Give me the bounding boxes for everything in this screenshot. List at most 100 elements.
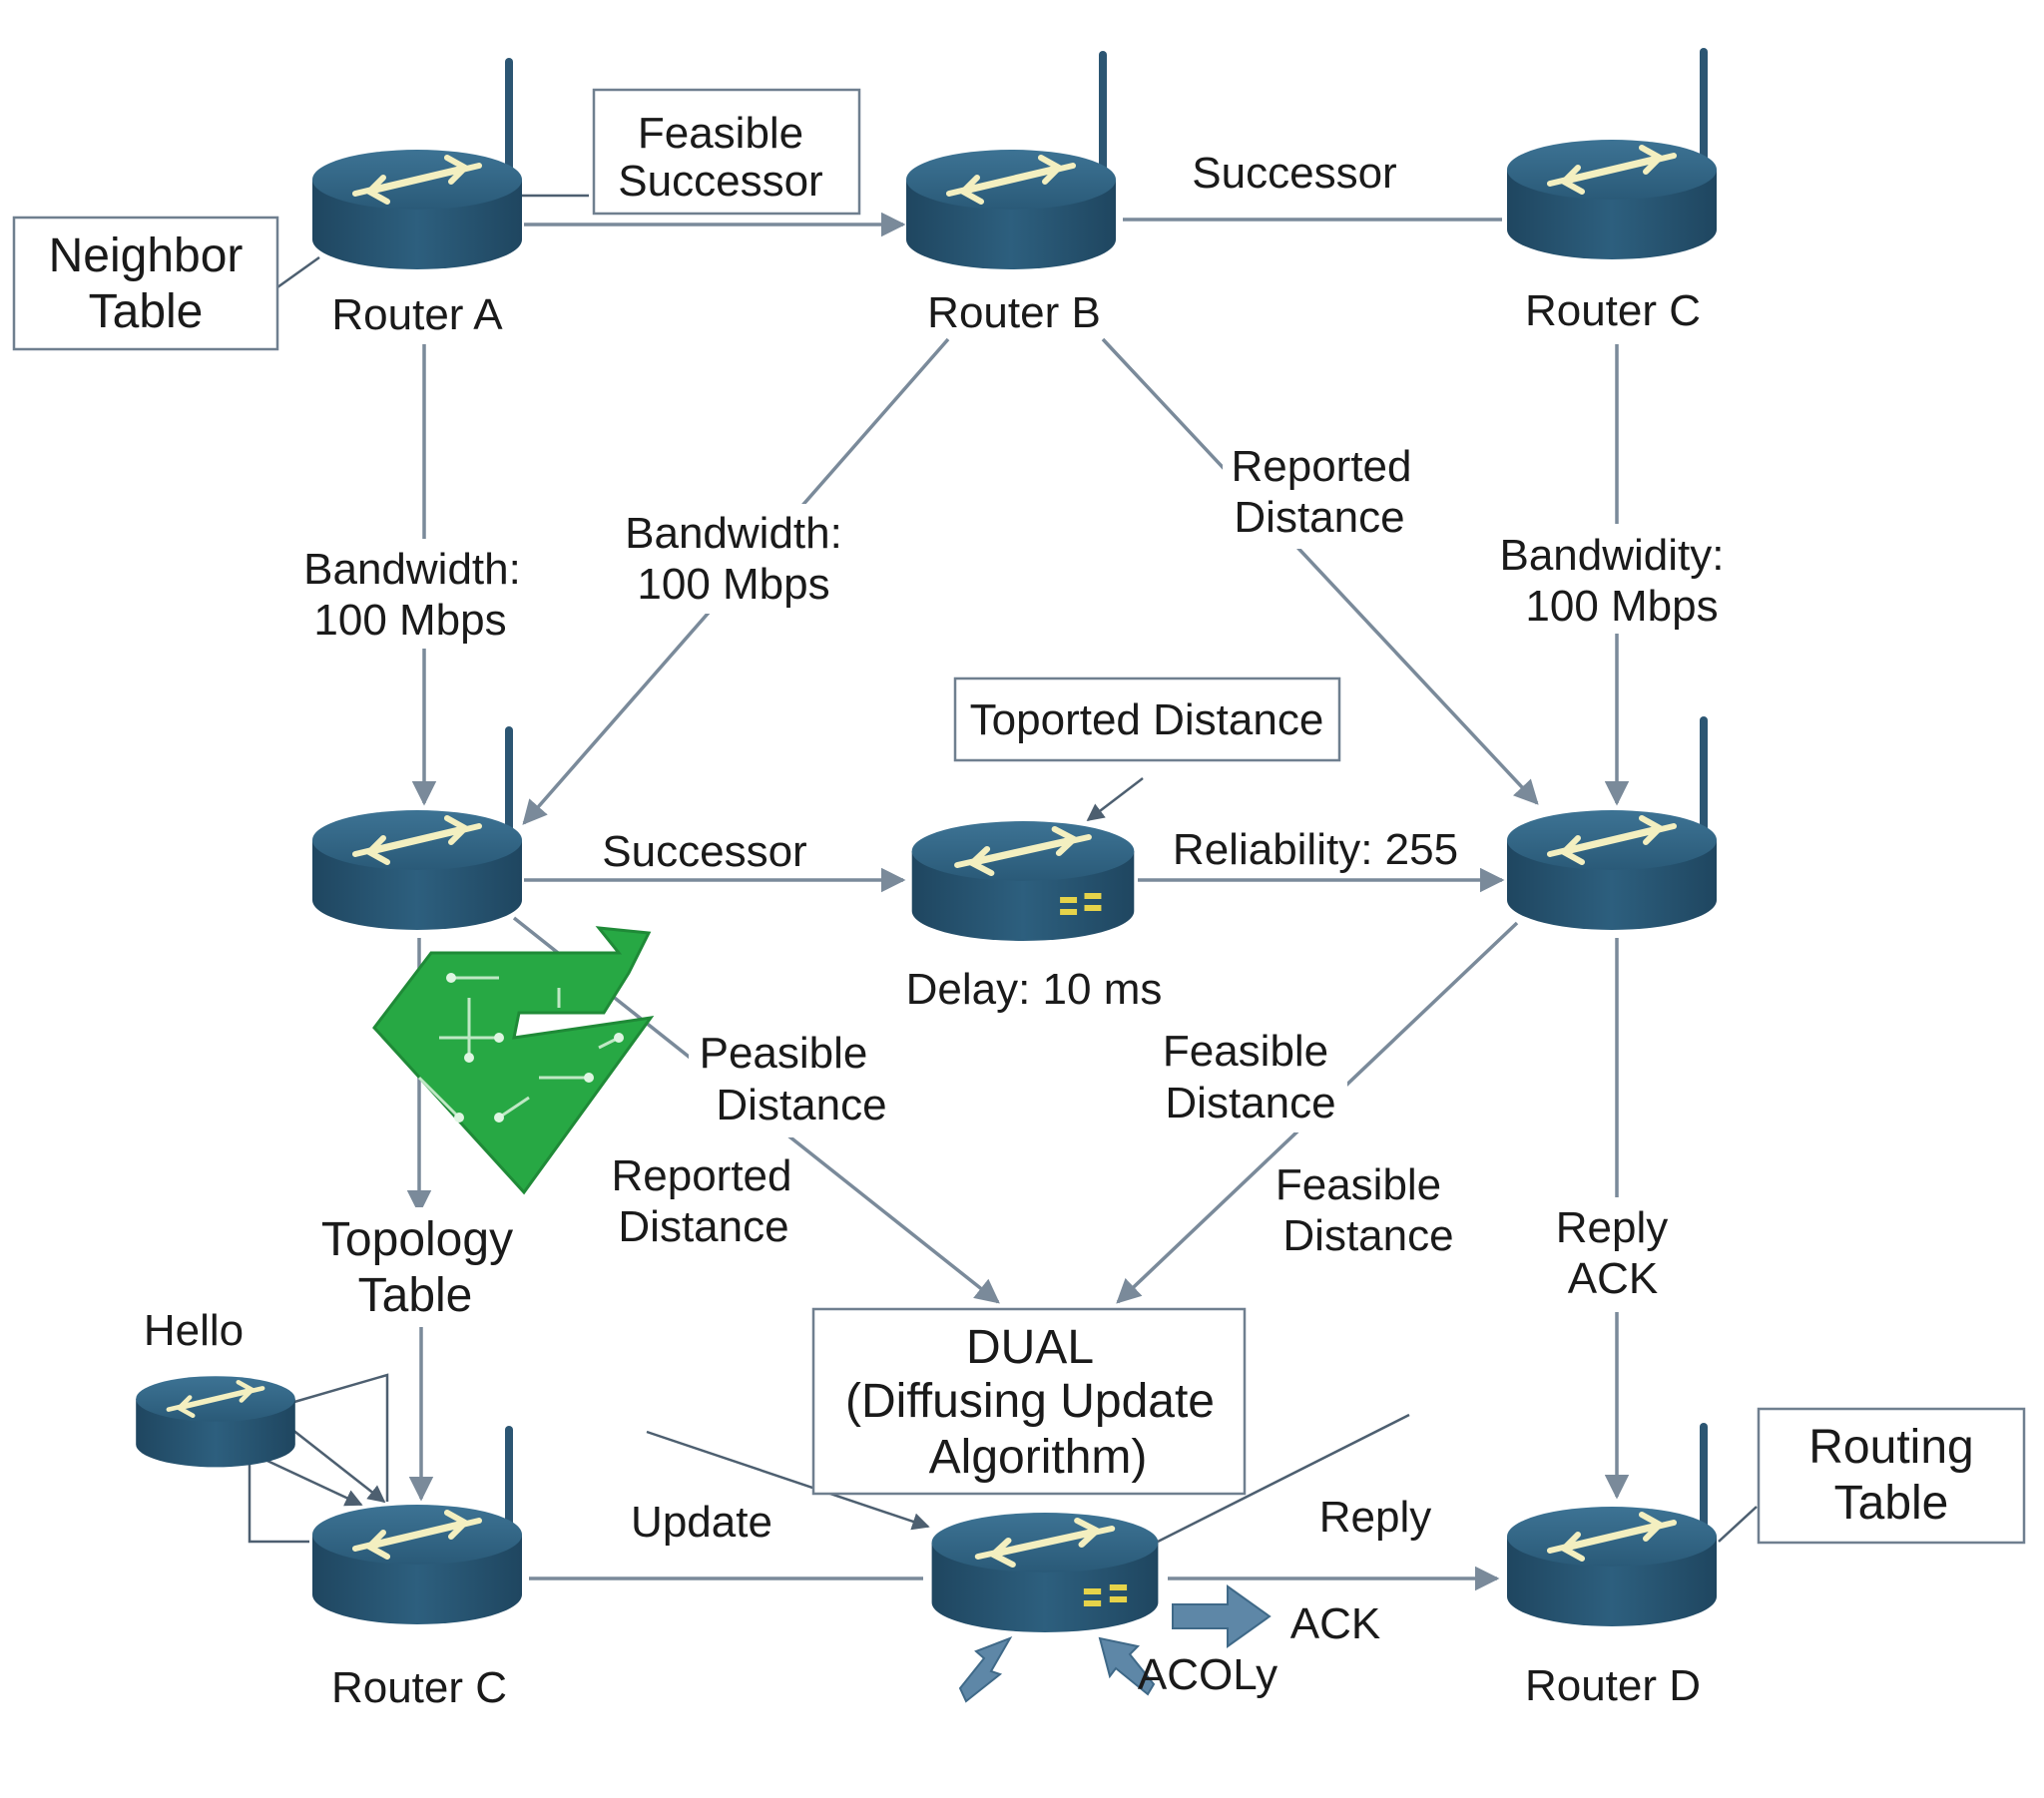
reported-distance-bottom-line-1: Reported [611,1151,791,1200]
label-bg [299,1207,529,1327]
router-icon [906,150,1116,269]
router-icon [312,1505,522,1624]
reply-ack-line-2: ACK [1568,1254,1658,1303]
edge-reply-out [1157,1413,1410,1544]
router-icon [312,810,522,930]
router-right-mid[interactable] [1507,716,1717,930]
label-bg [1537,1197,1697,1312]
reliability-label: Reliability: 255 [1173,825,1458,874]
successor-top-label: Successor [1192,149,1396,198]
router-c-top-label: Router C [1525,286,1701,335]
edge-update-in [646,1430,930,1531]
topology-table-line-2: Table [358,1269,473,1322]
led-icon [1083,1588,1102,1594]
routing-table-line-2: Table [1834,1477,1949,1530]
label-bg [299,539,529,649]
led-icon [1109,1584,1128,1590]
routing-table-line-1: Routing [1808,1421,1973,1474]
bandwidth-left-line-1: Bandwidth: [303,545,521,594]
edge-hello-1 [293,1373,389,1502]
dual-line-2: (Diffusing Update [845,1375,1215,1428]
edge-b-to-right-mid [1101,337,1539,805]
hello-label: Hello [144,1306,244,1355]
toported-distance-box: Toported Distance [953,676,1341,762]
label-bg [689,1028,898,1137]
router-a[interactable] [312,58,522,269]
router-d[interactable] [1507,1423,1717,1626]
router-a-label: Router A [331,290,503,339]
led-icon [1083,1600,1102,1606]
led-icon [1109,1596,1128,1602]
label-bg [1223,439,1417,549]
update-label: Update [631,1498,772,1547]
feasible-distance-1-line-2: Distance [1165,1079,1335,1127]
delay-label: Delay: 10 ms [906,965,1163,1014]
router-icon [932,1513,1159,1632]
label-bg [1502,524,1732,634]
edge-hello-2 [290,1428,386,1504]
reported-distance-bottom-line-2: Distance [618,1202,788,1251]
edge-hello-4 [248,1457,309,1544]
led-icon [1084,905,1102,911]
successor-mid-label: Successor [602,827,806,876]
toported-distance-text: Toported Distance [970,695,1324,744]
ack-label: ACK [1290,1599,1380,1648]
dual-line-3: Algorithm) [929,1431,1148,1484]
reported-distance-top-line-1: Reported [1231,442,1411,491]
feasible-successor-box: Feasible Successor [592,88,861,216]
reply-label: Reply [1319,1493,1432,1542]
feasible-distance-2-line-1: Feasible [1276,1160,1441,1209]
dual-title: DUAL [966,1321,1094,1374]
edge-hello-3 [254,1453,363,1507]
router-icon [1507,810,1717,930]
peasible-distance-line-2: Distance [716,1081,886,1129]
router-icon [1507,1507,1717,1626]
bandwidth-diag-line-1: Bandwidth: [625,509,842,558]
ack-arrow-icon [1172,1584,1272,1648]
neighbor-table-line-1: Neighbor [49,229,244,282]
circuit-logo-icon [372,926,655,1195]
router-c-bottom[interactable] [312,1426,522,1624]
incoming-arrow-icon-right [1098,1636,1156,1696]
reported-distance-top-line-2: Distance [1234,493,1404,542]
routing-table-box: Routing Table [1757,1407,2026,1545]
bandwidity-right-line-2: 100 Mbps [1525,582,1718,631]
router-icon [1507,140,1717,259]
router-b-label: Router B [927,288,1101,337]
bandwidity-right-line-1: Bandwidity: [1499,531,1724,580]
peasible-distance-line-1: Peasible [700,1029,868,1078]
neighbor-table-line-2: Table [89,285,204,338]
router-c-top[interactable] [1507,48,1717,259]
reply-ack-line-1: Reply [1556,1203,1669,1252]
feasible-distance-1-line-1: Feasible [1163,1027,1328,1076]
router-icon [312,150,522,269]
feasible-successor-line-2: Successor [618,157,822,206]
router-b[interactable] [906,51,1116,269]
feasible-successor-line-1: Feasible [638,109,803,158]
bandwidth-diag-line-2: 100 Mbps [637,560,829,609]
topology-table-line-1: Topology [321,1213,513,1266]
router-center-bottom[interactable] [932,1513,1159,1632]
router-icon [136,1376,295,1467]
edge-routing-box-link [1718,1506,1758,1543]
label-bg [1148,1023,1347,1132]
feasible-distance-2-line-2: Distance [1282,1211,1453,1260]
router-icon [912,821,1135,941]
incoming-arrow-icon-left [958,1636,1013,1703]
edge-toported-pointer [1086,777,1144,822]
led-icon [1084,893,1102,899]
edge-neighbor-box-link [276,255,320,289]
led-icon [1060,897,1078,903]
dual-box: DUAL (Diffusing Update Algorithm) [811,1307,1247,1496]
router-center-mid[interactable] [912,821,1135,941]
router-d-label: Router D [1525,1661,1701,1710]
neighbor-table-box: Neighbor Table [12,216,279,351]
router-c-bottom-label: Router C [331,1663,507,1712]
router-left-mid[interactable] [312,726,522,930]
led-icon [1060,909,1078,915]
router-hello-mini[interactable] [136,1376,295,1467]
bandwidth-left-line-2: 100 Mbps [313,596,506,645]
label-bg [619,504,853,614]
acoly-label: ACOLy [1138,1650,1278,1699]
